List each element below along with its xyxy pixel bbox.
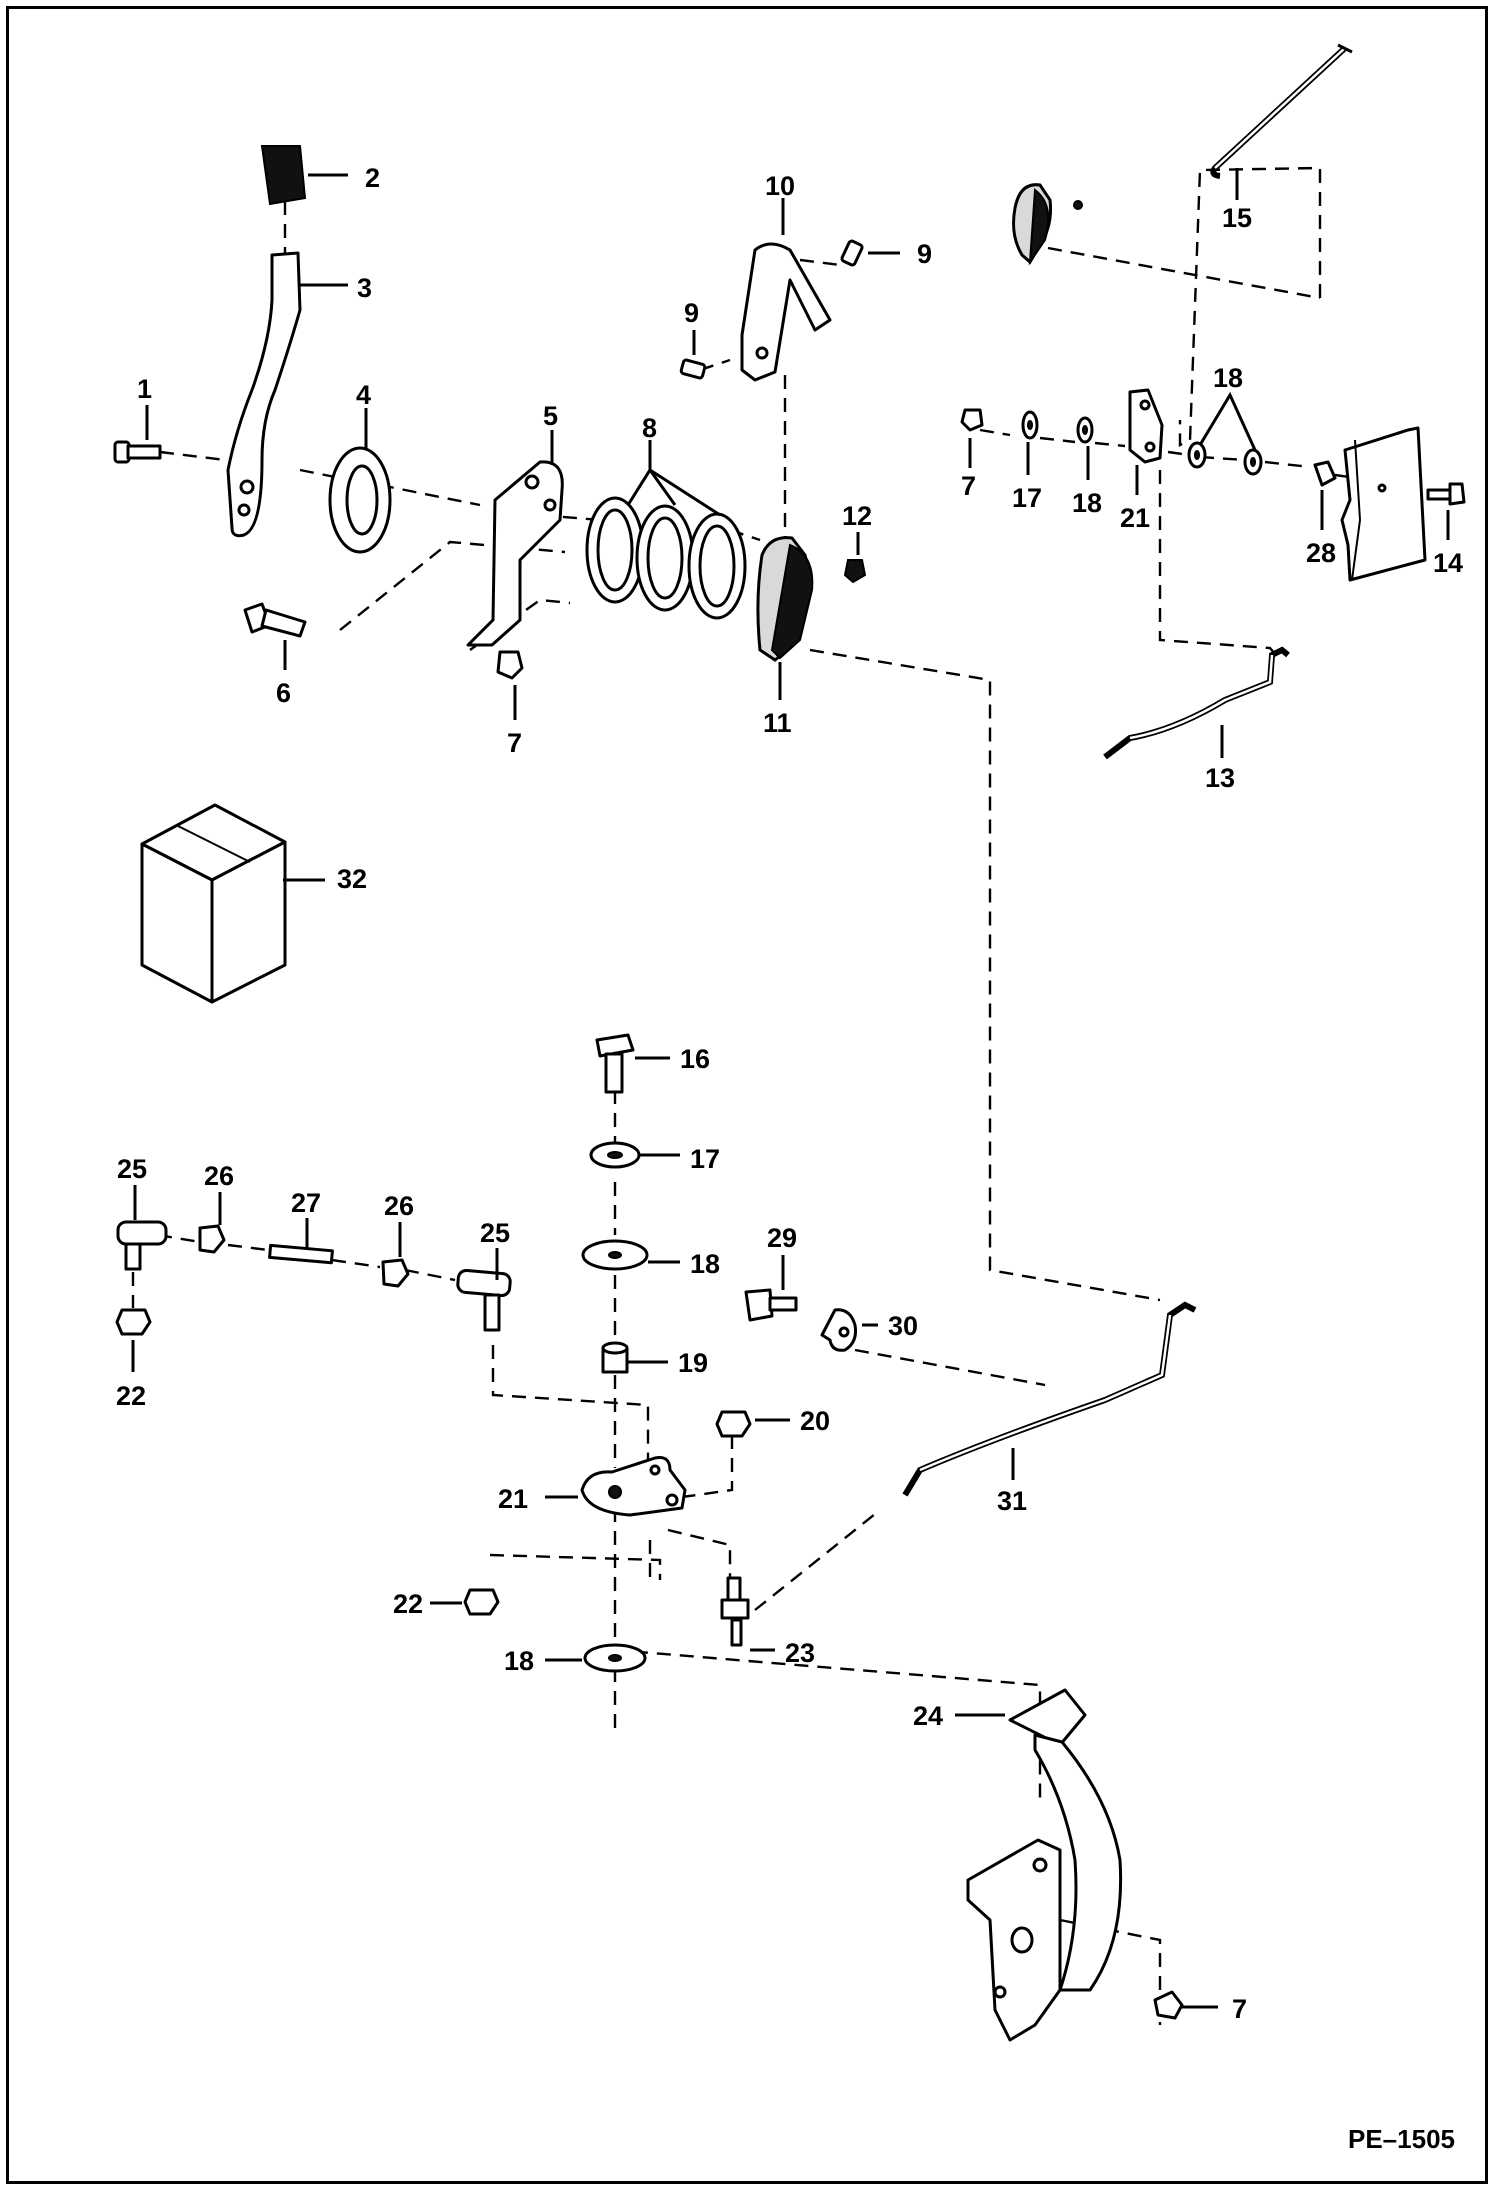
callout-7c: 7 — [1232, 1994, 1247, 2024]
stud-23 — [720, 1576, 750, 1647]
callout-20: 20 — [800, 1406, 830, 1436]
callout-7b: 7 — [961, 471, 976, 501]
nut-22b — [463, 1588, 500, 1616]
yoke-bracket-10 — [740, 242, 832, 382]
nut-7b — [960, 408, 984, 432]
rod-15 — [1210, 45, 1348, 179]
box-32 — [140, 803, 287, 1004]
callout-27: 27 — [291, 1188, 321, 1218]
callout-18d: 18 — [504, 1646, 534, 1676]
bolt-6 — [243, 602, 307, 638]
lever — [226, 251, 302, 538]
bolt-1 — [113, 440, 162, 464]
callout-8: 8 — [642, 413, 657, 443]
callout-13: 13 — [1205, 763, 1235, 793]
pedal-24 — [966, 1688, 1123, 2042]
bolt-14 — [1426, 482, 1466, 506]
callout-25b: 25 — [480, 1218, 510, 1248]
threaded-rod-27 — [268, 1243, 334, 1265]
callout-1: 1 — [137, 374, 152, 404]
callout-10: 10 — [765, 171, 795, 201]
washer-18d — [581, 1239, 649, 1271]
rod-13 — [1103, 646, 1290, 760]
set-screw-9a — [840, 239, 864, 267]
callout-21b: 21 — [498, 1484, 528, 1514]
callout-17b: 17 — [690, 1144, 720, 1174]
callout-29: 29 — [767, 1223, 797, 1253]
callout-9a: 9 — [917, 239, 932, 269]
callout-24: 24 — [913, 1701, 943, 1731]
callout-7a: 7 — [507, 728, 522, 758]
nut-12 — [843, 559, 867, 584]
o-rings-8 — [585, 496, 747, 620]
bolt-16 — [595, 1033, 635, 1094]
nut-7c — [1153, 1990, 1184, 2020]
rod-31 — [902, 1301, 1197, 1497]
washer-18c — [1243, 448, 1263, 476]
drawing-code: PE–1505 — [1348, 2124, 1455, 2154]
callout-28: 28 — [1306, 538, 1336, 568]
callout-26b: 26 — [384, 1191, 414, 1221]
callout-16: 16 — [680, 1044, 710, 1074]
callout-32: 32 — [337, 864, 367, 894]
callout-9b: 9 — [684, 298, 699, 328]
ball-joint-25a — [116, 1220, 168, 1271]
assembly-lines — [131, 166, 1421, 2025]
nut-22a — [115, 1308, 152, 1336]
callout-22b: 22 — [393, 1589, 423, 1619]
leader-lines — [131, 168, 1450, 2009]
bracket-5 — [466, 460, 564, 647]
callout-21a: 21 — [1120, 503, 1150, 533]
callout-26a: 26 — [204, 1161, 234, 1191]
washer-18a — [1076, 416, 1094, 444]
nut-20 — [715, 1410, 752, 1438]
panel-plate — [1340, 426, 1427, 582]
callout-15: 15 — [1222, 203, 1252, 233]
clip-30 — [820, 1308, 857, 1352]
nut-7a — [496, 650, 524, 680]
nut-26b — [381, 1258, 410, 1288]
callout-2: 2 — [365, 163, 380, 193]
callout-31: 31 — [997, 1486, 1027, 1516]
ball-joint-25b — [456, 1268, 512, 1332]
bolt-29 — [744, 1288, 798, 1322]
callout-labels: 2 3 1 4 5 8 6 7 10 9 9 12 11 15 18 7 17 … — [116, 163, 1463, 2024]
callout-30: 30 — [888, 1311, 918, 1341]
knob — [260, 145, 307, 206]
callout-25a: 25 — [117, 1154, 147, 1184]
callout-14: 14 — [1433, 548, 1463, 578]
callout-17a: 17 — [1012, 483, 1042, 513]
washer-17a — [1021, 410, 1039, 440]
link-21b — [580, 1456, 687, 1517]
callout-12: 12 — [842, 501, 872, 531]
spacer-19 — [601, 1341, 629, 1374]
callout-18a: 18 — [1213, 363, 1243, 393]
callout-4: 4 — [356, 380, 371, 410]
washer-17b — [589, 1141, 641, 1169]
callout-11: 11 — [763, 708, 792, 738]
set-screw-9b — [679, 358, 707, 380]
callout-18c: 18 — [690, 1249, 720, 1279]
callout-5: 5 — [543, 401, 558, 431]
callout-19: 19 — [678, 1348, 708, 1378]
washer-18b — [1187, 441, 1207, 469]
nut-26a — [198, 1224, 226, 1254]
washer-18e — [583, 1643, 647, 1673]
callout-23: 23 — [785, 1638, 815, 1668]
callout-3: 3 — [357, 273, 372, 303]
callout-6: 6 — [276, 678, 291, 708]
callout-18b: 18 — [1072, 488, 1102, 518]
callout-22a: 22 — [116, 1381, 146, 1411]
spacer-28 — [1313, 460, 1337, 487]
